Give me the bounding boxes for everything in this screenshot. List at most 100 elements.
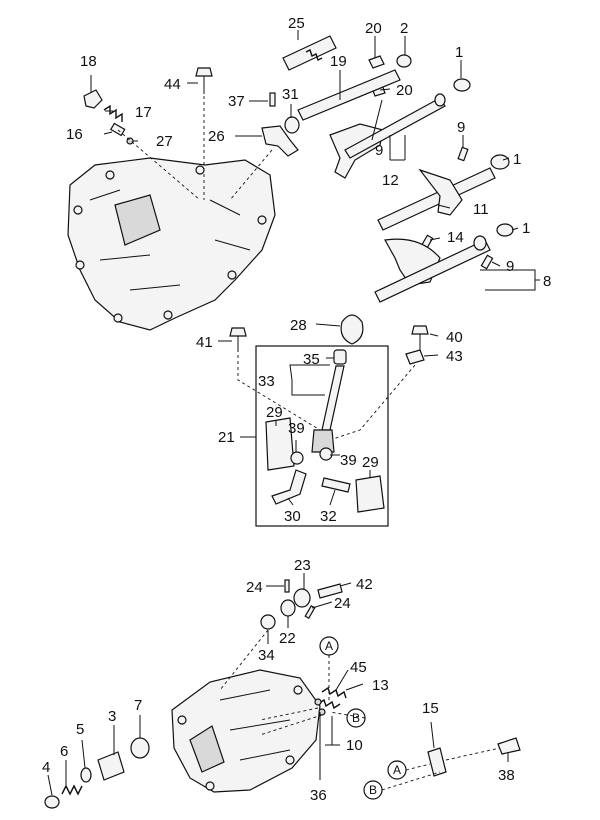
callout-2: 2 [400,20,408,37]
part-33-shift-lever [311,365,345,453]
part-25-selector-shaft [282,35,337,71]
callout-3: 3 [108,708,116,725]
callout-12: 12 [382,172,399,189]
part-4-plug [44,795,60,809]
callout-labels: 1 1 1 2 3 4 5 6 7 8 9 9 9 10 11 12 13 14… [42,15,551,804]
callout-6: 6 [60,743,68,760]
callout-30: 30 [284,508,301,525]
part-30-arm [271,469,307,505]
part-41-bolt [229,327,247,352]
part-38-bolt [497,737,521,755]
part-31-bushing [284,116,300,134]
callout-28: 28 [290,317,307,334]
part-39-bush-left [290,451,304,465]
callout-9-b: 9 [375,142,383,159]
part-23-bushing [293,588,311,608]
callout-9-c: 9 [506,258,514,275]
callout-39-a: 39 [288,420,305,437]
part-45-spring [317,698,341,710]
callout-29-a: 29 [266,404,283,421]
leader-lines [47,30,540,796]
callout-34: 34 [258,647,275,664]
callout-39-b: 39 [340,452,357,469]
part-21-shift-lever-box [255,345,389,527]
callout-9-a: 9 [457,119,465,136]
part-29-plate-left [265,417,295,471]
part-9-pin-b [480,254,494,270]
part-37-pin [269,92,276,107]
marker-b-top: B [352,711,360,725]
callout-38: 38 [498,767,515,784]
callout-24-b: 24 [334,595,351,612]
part-44-bolt [195,67,213,94]
part-8-fork-rail [374,235,491,303]
callout-24-a: 24 [246,579,263,596]
part-12-fork-assembly [329,93,446,179]
callout-5: 5 [76,721,84,738]
callout-42: 42 [356,576,373,593]
callout-18: 18 [80,53,97,70]
part-42-bolt [317,583,343,599]
part-6-spring [61,784,83,796]
part-39-bush-right [319,447,333,461]
part-35-bushing [333,349,347,365]
part-34-bushing [260,614,276,630]
callout-4: 4 [42,759,50,776]
callout-29-b: 29 [362,454,379,471]
marker-a-top: A [325,639,333,653]
part-29-plate-right [355,475,385,513]
transmission-case-upper [67,157,276,331]
callout-1-b: 1 [513,151,521,168]
callout-33: 33 [258,373,275,390]
callout-1-a: 1 [455,44,463,61]
callout-11: 11 [473,201,489,218]
part-19-shift-rail [297,69,401,121]
callout-25: 25 [288,15,305,32]
callout-14: 14 [447,229,464,246]
part-24-pin-a [284,579,290,593]
callout-17: 17 [135,104,152,121]
marker-b-bottom: B [369,783,377,797]
callout-41: 41 [196,334,213,351]
callout-22: 22 [279,630,296,647]
callout-36: 36 [310,787,327,804]
part-24-pin-b [304,604,316,620]
callout-1-c: 1 [522,220,530,237]
callout-23: 23 [294,557,311,574]
part-3-gear [97,751,125,781]
callout-40: 40 [446,329,463,346]
callout-21: 21 [218,429,235,446]
callout-20-b: 20 [396,82,413,99]
part-5-washer [80,767,92,783]
transmission-case-lower [171,669,321,793]
reference-markers: A A B B [319,636,441,800]
part-1-plug-mid [496,223,514,237]
part-2-cap [396,54,412,68]
part-15-bracket [427,747,501,777]
callout-8: 8 [543,273,551,290]
callout-15: 15 [422,700,439,717]
callout-27: 27 [156,133,173,150]
part-11-fork-rail [377,154,510,231]
callout-45: 45 [350,659,367,676]
part-1-plug-top [453,78,471,92]
callout-37: 37 [228,93,245,110]
part-13-spring [321,686,347,699]
callout-35: 35 [303,351,320,368]
part-22-bushing [280,599,296,617]
part-43-nut [405,349,425,365]
part-18-plug [83,89,103,109]
callout-32: 32 [320,508,337,525]
callout-13: 13 [372,677,389,694]
callout-44: 44 [164,76,181,93]
part-40-bolt [411,325,429,350]
callout-16: 16 [66,126,83,143]
part-20-nut-top [368,55,385,69]
callout-20-a: 20 [365,20,382,37]
marker-a-bottom: A [393,763,401,777]
callout-10: 10 [346,737,363,754]
callout-26: 26 [208,128,225,145]
callout-19: 19 [330,53,347,70]
part-28-shift-knob [340,314,364,345]
